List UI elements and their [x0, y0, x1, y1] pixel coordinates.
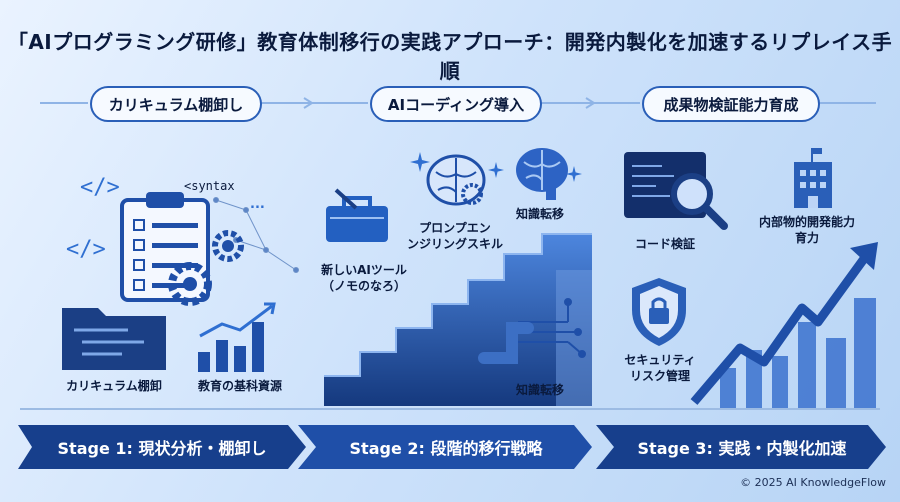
growth-chart	[690, 242, 878, 408]
clipboard-icon	[120, 192, 210, 302]
sparkle-icon	[410, 152, 430, 172]
pipe-icon	[478, 322, 534, 364]
baseline	[20, 408, 880, 410]
header-line	[818, 102, 876, 104]
gear-icon	[212, 230, 244, 262]
svg-text:...: ...	[250, 197, 265, 212]
knowledge-transfer-top-label: 知識転移	[515, 207, 564, 221]
stage-bar-1-shape	[18, 425, 306, 469]
materials-label: 教育の基科資源	[197, 379, 282, 393]
section-heading-verification: 成果物検証能力育成	[642, 86, 820, 122]
gear-icon	[168, 262, 212, 306]
header-line	[40, 102, 88, 104]
sparkle-icon	[566, 166, 582, 182]
sparkle-icon	[488, 162, 504, 178]
section-heading-inventory: カリキュラム棚卸し	[90, 86, 262, 122]
section-heading-ai-coding: AIコーディング導入	[370, 86, 542, 122]
shield-lock-icon	[632, 278, 686, 346]
knowledge-transfer-bottom-label: 知識転移	[515, 383, 564, 397]
stage-1-label: Stage 1: 現状分析・棚卸し	[57, 439, 267, 458]
copyright-footer: © 2025 AI KnowledgeFlow	[740, 476, 886, 489]
stage-bar-2-shape	[298, 425, 592, 469]
curriculum-label: カリキュラム棚卸	[66, 379, 162, 393]
brain-icon	[516, 148, 568, 200]
arrow-icon	[585, 97, 596, 109]
syntax-label: <syntax	[184, 179, 235, 193]
inhouse-capability-label: 内部物的開発能力 育力	[758, 215, 855, 246]
code-brackets-icon: </>	[80, 175, 120, 200]
stage-2-label: Stage 2: 段階的移行戦略	[349, 439, 543, 458]
building-icon	[794, 148, 832, 208]
folder-icon	[62, 308, 166, 370]
svg-text:</>: </>	[66, 237, 106, 262]
brain-gear-icon	[426, 154, 486, 206]
prompt-engineering-label: プロンプエン ンジリングスキル	[406, 221, 503, 252]
header-line	[260, 102, 368, 104]
code-review-label: コード検証	[634, 237, 695, 251]
stage-3-label: Stage 3: 実践・内製化加速	[637, 439, 847, 458]
arrow-icon	[303, 97, 314, 109]
staircase	[324, 233, 592, 406]
svg-text:</>: </>	[80, 175, 120, 200]
magnifier-icon	[671, 173, 728, 230]
header-line	[540, 102, 640, 104]
stage-bar-3-shape	[596, 425, 886, 469]
code-brackets-icon: </>	[66, 237, 106, 262]
page-title: 「AIプログラミング研修」教育体制移行の実践アプローチ：開発内製化を加速するリプ…	[7, 30, 893, 83]
new-ai-tools-label: 新しいAIツール （ノモのなろ）	[321, 263, 407, 294]
security-label: セキュリティ リスク管理	[624, 353, 696, 384]
bar-chart-icon	[198, 302, 276, 372]
toolbox-icon	[326, 188, 388, 242]
